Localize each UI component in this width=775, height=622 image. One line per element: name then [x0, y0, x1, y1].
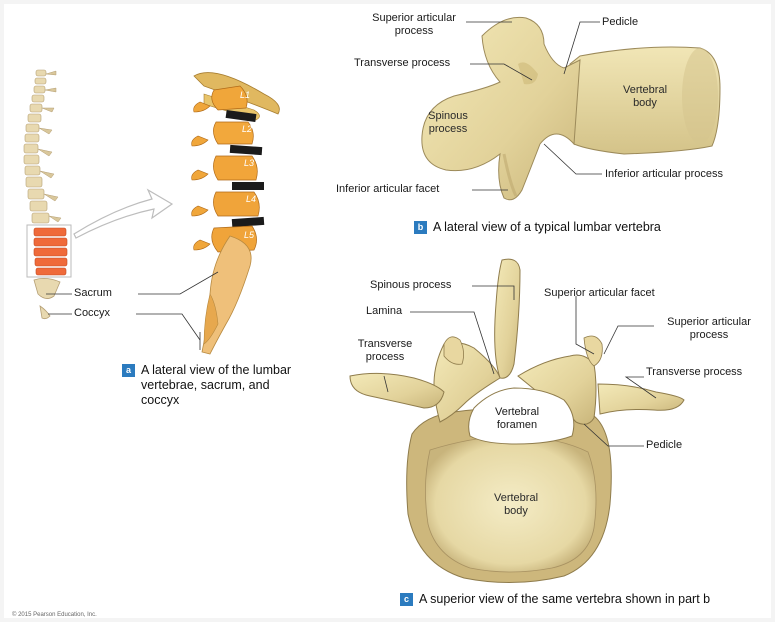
spinous-process-label-c: Spinous process: [370, 279, 451, 292]
lumbar-closeup-illustration: [192, 73, 280, 354]
transverse-process-label-b: Transverse process: [354, 57, 450, 70]
superior-articular-facet-label: Superior articular facet: [544, 287, 655, 300]
panel-c-badge: c: [400, 593, 413, 606]
transverse-process-label-c-right: Transverse process: [646, 366, 742, 379]
inferior-articular-facet-label: Inferior articular facet: [336, 183, 439, 196]
zoom-arrow: [74, 190, 172, 238]
pedicle-label-c: Pedicle: [646, 439, 682, 452]
full-spine-illustration: [24, 70, 71, 319]
vertebra-label-l4: L4: [246, 194, 256, 204]
panel-b-badge: b: [414, 221, 427, 234]
vertebra-label-l5: L5: [244, 230, 254, 240]
lumbar-highlight: [34, 228, 67, 275]
inferior-articular-process-label: Inferior articular process: [605, 168, 723, 181]
sacrum-label: Sacrum: [74, 287, 112, 300]
panel-a-badge: a: [122, 364, 135, 377]
coccyx-label: Coccyx: [74, 307, 110, 320]
pedicle-label-b: Pedicle: [602, 16, 638, 29]
vertebra-label-l3: L3: [244, 158, 254, 168]
copyright-notice: © 2015 Pearson Education, Inc.: [12, 612, 97, 618]
vertebra-label-l2: L2: [242, 124, 252, 134]
vertebra-label-l1: L1: [240, 90, 250, 100]
lamina-label: Lamina: [366, 305, 402, 318]
